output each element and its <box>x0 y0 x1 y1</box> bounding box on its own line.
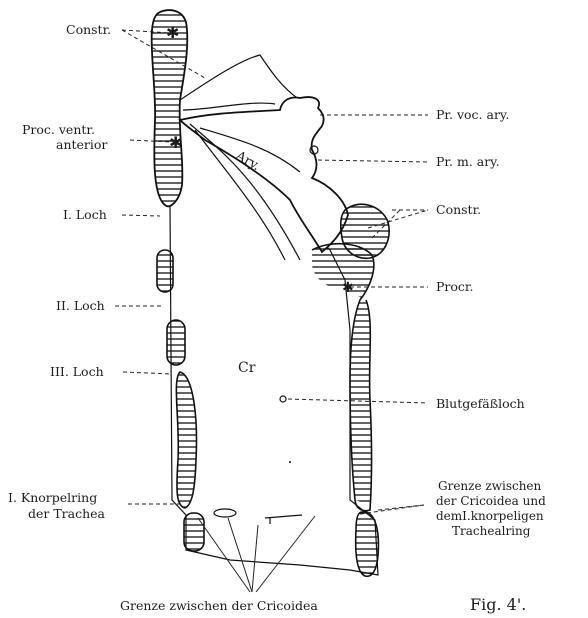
leader-pr-m <box>318 160 428 162</box>
label-pr-m: Pr. m. ary. <box>436 154 500 169</box>
asterisk-marker: ✱ <box>342 280 354 296</box>
bottom-caption: Grenze zwischen der Cricoidea <box>120 598 318 613</box>
label-knorpel-line2: der Trachea <box>28 506 106 521</box>
label-proc-ventr-line2: anterior <box>56 137 107 152</box>
left-segment-4 <box>176 372 196 508</box>
label-loch1: I. Loch <box>63 207 107 222</box>
label-constr-right: Constr. <box>436 202 481 217</box>
label-grenze-line4: Trachealring <box>452 524 531 538</box>
label-loch2: II. Loch <box>56 298 105 313</box>
leader-loch1 <box>122 215 160 216</box>
label-pr-voc: Pr. voc. ary. <box>436 107 509 122</box>
label-constr-top: Constr. <box>66 22 111 37</box>
cr-label: Cr <box>238 360 256 376</box>
label-knorpel-line1: I. Knorpelring <box>8 490 97 505</box>
left-segment-3 <box>167 320 185 365</box>
asterisk-marker: ✱ <box>166 23 179 42</box>
arytenoid-body <box>180 97 348 252</box>
leader-bottom-2 <box>228 518 252 592</box>
leader-bottom-4 <box>256 516 315 592</box>
leader-loch3 <box>123 372 172 374</box>
label-blut: Blutgefäßloch <box>436 396 525 411</box>
figure-number: Fig. 4'. <box>470 595 526 614</box>
label-loch3: III. Loch <box>50 364 104 379</box>
left-segment-tracheal-ring <box>184 513 204 551</box>
label-grenze-line1: Grenze zwischen <box>438 479 542 493</box>
label-grenze-line2: der Cricoidea und <box>436 494 546 508</box>
label-proc-ventr-line1: Proc. ventr. <box>22 122 95 137</box>
blood-vessel-hole <box>280 396 286 402</box>
label-procr: Procr. <box>436 279 474 294</box>
asterisk-marker: ✱ <box>169 133 182 152</box>
upper-wing <box>180 55 300 100</box>
label-grenze-line3: demI.knorpeligen <box>436 509 544 523</box>
leader-bottom-3 <box>252 525 258 592</box>
left-segment-2 <box>157 250 173 292</box>
right-tracheal-ring <box>356 512 379 576</box>
